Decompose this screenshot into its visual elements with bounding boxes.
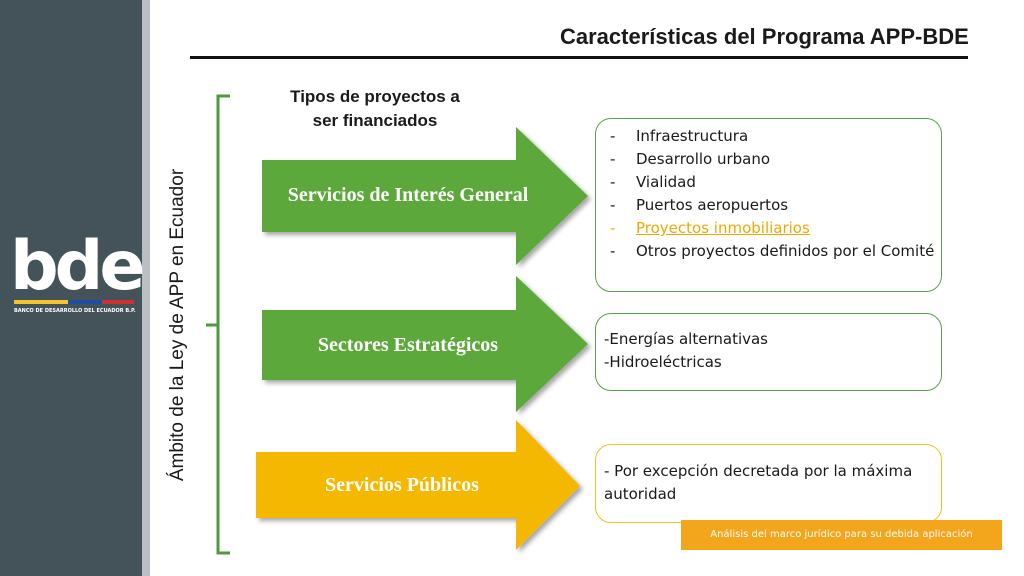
arrow-label-general-interest: Servicios de Interés General <box>287 184 529 206</box>
real-estate-projects-link[interactable]: Proyectos inmobiliarios <box>636 219 810 237</box>
list-dash: - <box>610 219 616 237</box>
list-item: - Otros proyectos definidos por el Comité <box>610 240 941 263</box>
list-item-text: Puertos aeropuertos <box>636 196 789 214</box>
footer-banner: Análisis del marco jurídico para su debi… <box>681 520 1002 550</box>
arrow-public-services <box>256 420 580 550</box>
logo-text: bde <box>10 227 145 306</box>
logo-color-bar <box>14 300 134 304</box>
bde-logo: bde BANCO DE DESARROLLO DEL ECUADOR B.P. <box>10 227 145 315</box>
logo-bar-yellow <box>14 300 68 304</box>
strategic-sectors-box: -Energías alternativas -Hidroeléctricas <box>595 313 942 391</box>
list-item: - Infraestructura <box>610 125 941 148</box>
types-heading-line2: ser financiados <box>312 111 438 130</box>
arrow-label-public-services: Servicios Públicos <box>325 474 479 496</box>
public-services-text: - Por excepción decretada por la máxima … <box>604 462 913 503</box>
logo-bar-blue <box>68 300 102 304</box>
logo-bar-red <box>102 300 134 304</box>
list-dash: - <box>610 196 616 214</box>
public-services-box: - Por excepción decretada por la máxima … <box>595 444 942 523</box>
list-dash: - <box>610 127 616 145</box>
list-item: - Desarrollo urbano <box>610 148 941 171</box>
list-item: -Hidroeléctricas <box>604 353 722 371</box>
sidebar <box>0 0 142 576</box>
list-item-text: Infraestructura <box>636 127 749 145</box>
list-item: - Proyectos inmobiliarios <box>610 217 941 240</box>
strategic-sectors-content: -Energías alternativas -Hidroeléctricas <box>596 314 941 374</box>
arrow-general-interest <box>262 127 588 265</box>
types-heading: Tipos de proyectos a ser financiados <box>270 85 480 133</box>
list-item: -Energías alternativas <box>604 330 768 348</box>
arrow-strategic-sectors <box>262 276 588 412</box>
list-item-text: Desarrollo urbano <box>636 150 771 168</box>
list-item-text: Otros proyectos definidos por el Comité <box>636 242 935 260</box>
general-interest-projects-box: - Infraestructura - Desarrollo urbano - Via… <box>595 118 942 292</box>
list-item-text: Vialidad <box>636 173 696 191</box>
logo-subtitle: BANCO DE DESARROLLO DEL ECUADOR B.P. <box>14 308 136 314</box>
project-list: - Infraestructura - Desarrollo urbano - Via… <box>596 119 941 263</box>
scope-bracket <box>206 94 230 555</box>
arrow-label-strategic-sectors: Sectores Estratégicos <box>317 334 499 356</box>
sidebar-stripe <box>142 0 150 576</box>
list-dash: - <box>610 150 616 168</box>
types-heading-line1: Tipos de proyectos a <box>290 87 460 106</box>
list-item: - Puertos aeropuertos <box>610 194 941 217</box>
page-title: Características del Programa APP-BDE <box>560 24 969 49</box>
title-underline <box>190 56 968 59</box>
list-item: - Vialidad <box>610 171 941 194</box>
list-dash: - <box>610 242 616 260</box>
list-dash: - <box>610 173 616 191</box>
